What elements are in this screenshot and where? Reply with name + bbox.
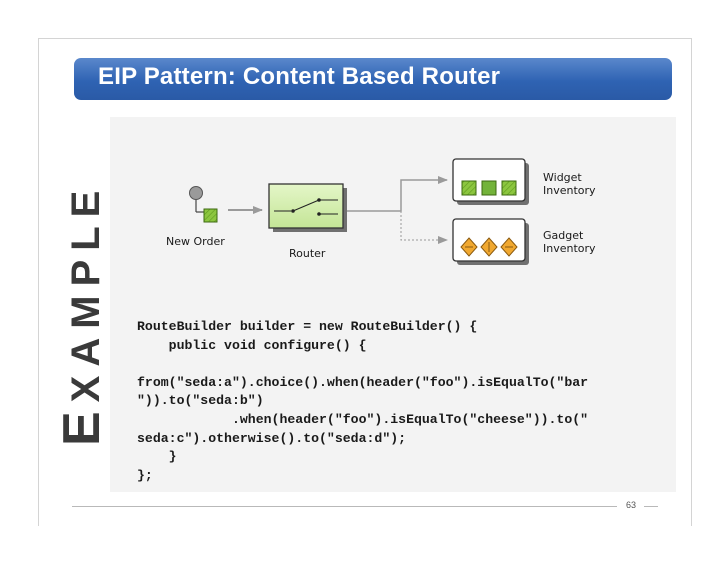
arrow-to-widget-inventory [347,176,448,212]
new-order-label: New Order [166,235,225,248]
widget-label-line1: Widget [543,171,582,184]
code-line: } [137,449,177,465]
widget-inventory-icon [452,158,529,205]
arrow-to-gadget-inventory [400,211,448,244]
code-line: public void configure() { [137,337,367,353]
gadget-label-line2: Inventory [543,242,596,255]
side-label-example: EXAMPLE [52,182,112,446]
code-line: ")).to("seda:b") [137,393,264,409]
gadget-inventory-icon [452,218,529,265]
content-based-router-diagram [189,158,529,265]
code-block: RouteBuilder builder = new RouteBuilder(… [137,318,677,485]
code-line: from("seda:a").choice().when(header("foo… [137,374,589,390]
code-line: }; [137,467,153,483]
slide-title: EIP Pattern: Content Based Router [98,63,501,90]
side-label-rest: XAMPLE [64,181,108,403]
page-number: 63 [625,500,636,510]
new-order-message-icon [189,186,218,223]
content-panel [110,117,676,492]
router-icon [268,183,347,232]
code-line: ​ [137,355,677,374]
code-line: RouteBuilder builder = new RouteBuilder(… [137,319,478,334]
router-label: Router [289,247,326,260]
widget-label-line2: Inventory [543,184,596,197]
footer-rule-left [72,506,617,507]
footer-rule-right [644,506,658,507]
side-label-first-letter: E [53,402,111,446]
code-line: seda:c").otherwise().to("seda:d"); [137,430,407,446]
title-bar [74,58,672,100]
gadget-label-line1: Gadget [543,229,584,242]
code-line: .when(header("foo").isEqualTo("cheese"))… [137,411,589,427]
